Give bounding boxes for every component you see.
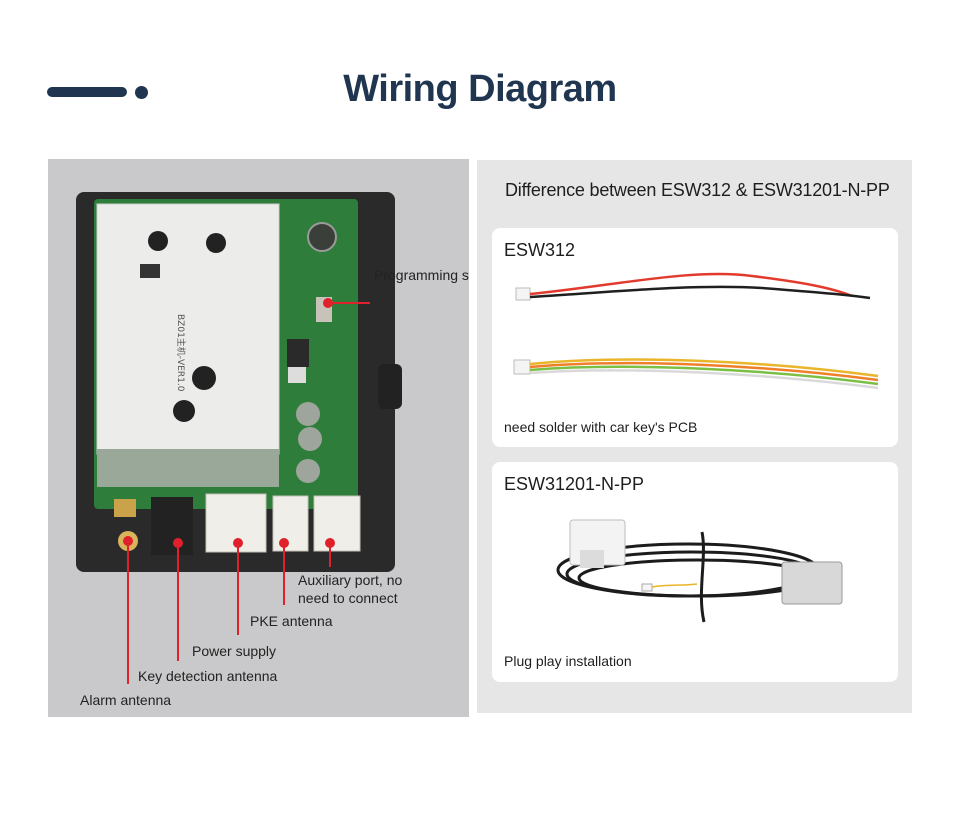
plug-harness-illustration — [556, 519, 843, 623]
silkscreen-text: BZ01主机-VER1.0 — [175, 314, 187, 392]
enclosure-tab — [378, 364, 402, 409]
card-title: ESW31201-N-PP — [504, 474, 645, 494]
shield-base — [97, 449, 279, 487]
card-title: ESW312 — [504, 240, 576, 260]
shield-hole — [206, 233, 226, 253]
callout-dot — [279, 538, 289, 548]
page-title: Wiring Diagram — [343, 68, 617, 110]
plug-connector-body — [580, 550, 604, 568]
callout-dot — [323, 298, 333, 308]
sma-connector — [114, 499, 136, 517]
label-key-detection-antenna: Key detection antenna — [138, 668, 278, 684]
card-caption: Plug play installation — [504, 653, 632, 669]
label-auxiliary-port: Auxiliary port, no need to connect — [298, 572, 403, 606]
capacitor — [307, 222, 337, 252]
shield-hole — [173, 400, 195, 422]
label-power-supply: Power supply — [192, 643, 277, 659]
dip-switch — [287, 339, 309, 367]
connector-plug — [513, 359, 531, 375]
label-alarm-antenna: Alarm antenna — [80, 692, 172, 708]
connector-power — [272, 495, 309, 552]
key-detection-connector — [151, 497, 193, 555]
callout-dot — [173, 538, 183, 548]
orange-wire — [529, 361, 879, 382]
thin-wire — [651, 583, 698, 588]
capacitor — [296, 459, 320, 483]
red-wire — [529, 272, 853, 298]
shield-hole — [192, 366, 216, 390]
yellow-wire — [529, 358, 879, 378]
white-wire — [529, 369, 879, 390]
black-wire — [529, 285, 871, 300]
connector-plug — [515, 287, 531, 301]
capacitor — [298, 427, 322, 451]
comparison-panel: Difference between ESW312 & ESW31201-N-P… — [477, 160, 912, 713]
small-plug — [641, 583, 653, 592]
shield-hole — [148, 231, 168, 251]
callout-dot — [233, 538, 243, 548]
card-caption: need solder with car key's PCB — [504, 419, 698, 435]
label-pke-antenna: PKE antenna — [250, 613, 333, 629]
decorative-dot — [135, 86, 148, 99]
device-illustration: BZ01主机-VER1.0 — [76, 192, 402, 684]
label-programming-switch: Programming switch — [374, 267, 469, 283]
capacitor — [296, 402, 320, 426]
callout-dot — [325, 538, 335, 548]
cable — [699, 531, 706, 623]
chip — [140, 264, 160, 278]
wire-harness-illustration — [513, 272, 879, 390]
plug-connector-grey — [781, 561, 843, 605]
connector-aux — [313, 495, 361, 552]
green-wire — [529, 365, 879, 386]
device-photo-panel: BZ01主机-VER1.0 — [48, 159, 469, 717]
comparison-heading: Difference between ESW312 & ESW31201-N-P… — [505, 180, 890, 200]
decorative-bar — [47, 87, 127, 97]
card-esw312: ESW312 need solder with car key's PCB — [492, 228, 898, 447]
callout-dot — [123, 536, 133, 546]
card-esw31201-n-pp: ESW31201-N-PP Plug play installation — [492, 462, 898, 682]
